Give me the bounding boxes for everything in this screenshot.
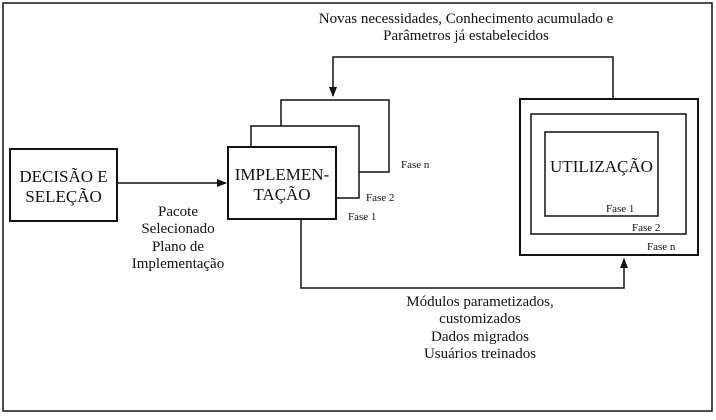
implementacao-title: IMPLEMEN- TAÇÃO <box>228 165 336 204</box>
implementacao-title-line1: IMPLEMEN- <box>234 165 330 184</box>
implementation-output-line4: Usuários treinados <box>423 345 537 362</box>
decision-output-line4: Implementação <box>131 255 225 272</box>
decisao-title-line1: DECISÃO E <box>19 167 108 186</box>
decisao-title: DECISÃO E SELEÇÃO <box>10 167 117 206</box>
utilizacao-box-fase-1 <box>544 131 659 217</box>
utilizacao-box-fase-2 <box>530 113 687 235</box>
feedback-label: Novas necessidades, Conhecimento acumula… <box>298 11 634 46</box>
feedback-label-line1: Novas necessidades, Conhecimento acumula… <box>318 11 614 27</box>
implementacao-fase-n-label: Fase n <box>401 159 430 171</box>
implementacao-box-fase-1 <box>227 146 337 220</box>
utilizacao-fase-2-label: Fase 2 <box>632 222 661 234</box>
implementacao-fase-1-label: Fase 1 <box>348 211 377 223</box>
implementation-output-line2: customizados <box>439 311 521 328</box>
arrow-feedback-loop <box>329 56 614 99</box>
implementacao-fase-2-label: Fase 2 <box>366 192 395 204</box>
utilizacao-fase-1-label: Fase 1 <box>606 203 635 215</box>
decisao-title-line2: SELEÇÃO <box>25 186 102 206</box>
utilizacao-title: UTILIZAÇÃO <box>550 157 653 176</box>
utilizacao-fase-n-label: Fase n <box>647 241 676 253</box>
implementation-output-line1: Módulos parametizados, <box>406 294 554 310</box>
implementation-output-line3: Dados migrados <box>431 328 529 345</box>
implementacao-title-line2: TAÇÃO <box>253 184 311 204</box>
implementation-output-caption: Módulos parametizados, customizados Dado… <box>386 294 574 363</box>
decision-output-line3: Plano de <box>151 238 205 255</box>
arrow-implementacao-to-utilizacao <box>300 219 628 289</box>
feedback-label-line2: Parâmetros já estabelecidos <box>383 28 549 45</box>
outer-frame <box>2 2 713 412</box>
decision-output-line1: Pacote <box>158 204 198 220</box>
utilizacao-box-fase-n <box>519 98 699 256</box>
decisao-box <box>9 148 118 222</box>
decision-output-line2: Selecionado <box>141 221 215 238</box>
decision-output-caption: Pacote Selecionado Plano de Implementaçã… <box>122 204 234 273</box>
